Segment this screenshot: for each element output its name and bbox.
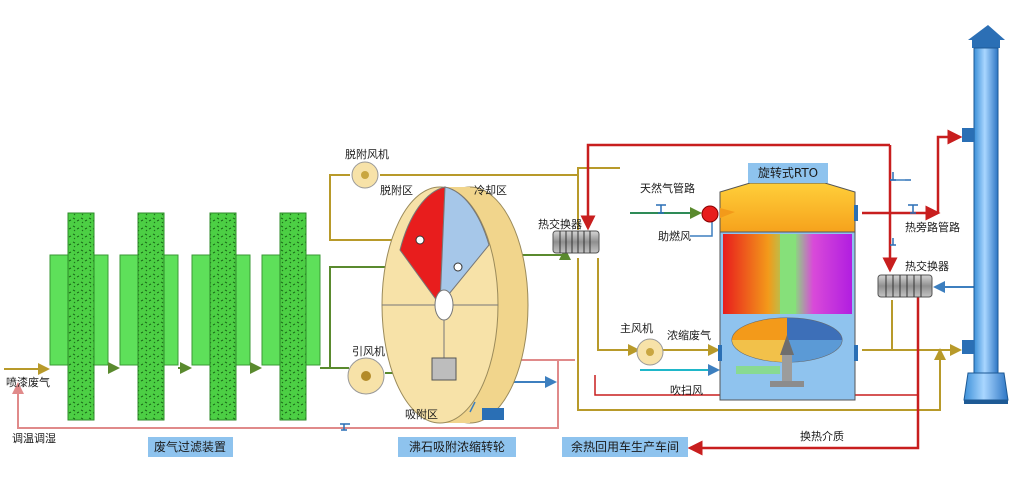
label-bypass-pipe: 热旁路管路 (905, 220, 960, 234)
filter-units (49, 212, 321, 421)
filter-unit-1 (49, 212, 109, 421)
label-temp-humidity: 调温调湿 (12, 432, 56, 445)
label-desorption-zone: 脱附区 (380, 183, 413, 197)
label-heat-exchanger-left: 热交换器 (538, 217, 582, 231)
filter-unit-4 (261, 212, 321, 421)
rto-unit (718, 182, 858, 401)
caption-rotor: 沸石吸附浓缩转轮 (398, 437, 516, 457)
caption-rto: 旋转式RTO (748, 163, 828, 183)
rotor-motor (469, 401, 504, 420)
caption-waste-heat: 余热回用车生产车间 (562, 437, 688, 457)
label-concentrated-gas: 浓缩废气 (667, 328, 711, 342)
label-cooling-zone: 冷却区 (474, 184, 507, 197)
main-fan (636, 338, 664, 366)
label-heat-exchanger-right: 热交换器 (905, 259, 949, 273)
label-heat-medium: 换热介质 (800, 429, 844, 443)
burner-icon (701, 205, 735, 223)
label-purge-air: 吹扫风 (670, 384, 703, 397)
labels: 喷漆废气 调温调湿 脱附风机 脱附区 冷却区 引风机 吸附区 热交换器 天然气管… (6, 147, 960, 445)
label-adsorption-zone: 吸附区 (405, 407, 438, 421)
valve-icons (340, 172, 918, 431)
label-desorption-fan: 脱附风机 (345, 147, 389, 161)
label-natural-gas: 天然气管路 (640, 181, 695, 195)
label-combustion-air: 助燃风 (658, 229, 691, 243)
desorption-fan (351, 161, 379, 189)
label-induced-fan: 引风机 (352, 344, 385, 358)
caption-filter-text: 废气过滤装置 (154, 439, 226, 454)
filter-unit-2 (119, 212, 179, 421)
caption-rotor-text: 沸石吸附浓缩转轮 (409, 439, 505, 454)
heat-exchanger-left (552, 230, 600, 254)
filter-unit-3 (191, 212, 251, 421)
caption-waste-heat-text: 余热回用车生产车间 (571, 439, 679, 454)
heat-exchanger-right (877, 274, 933, 298)
label-spray-paint-exhaust: 喷漆废气 (6, 375, 50, 389)
exhaust-stack (962, 25, 1009, 404)
caption-rto-text: 旋转式RTO (758, 165, 818, 180)
label-main-fan: 主风机 (620, 321, 653, 335)
caption-filter: 废气过滤装置 (148, 437, 233, 457)
zeolite-rotor (381, 186, 529, 424)
induced-fan (347, 357, 385, 395)
